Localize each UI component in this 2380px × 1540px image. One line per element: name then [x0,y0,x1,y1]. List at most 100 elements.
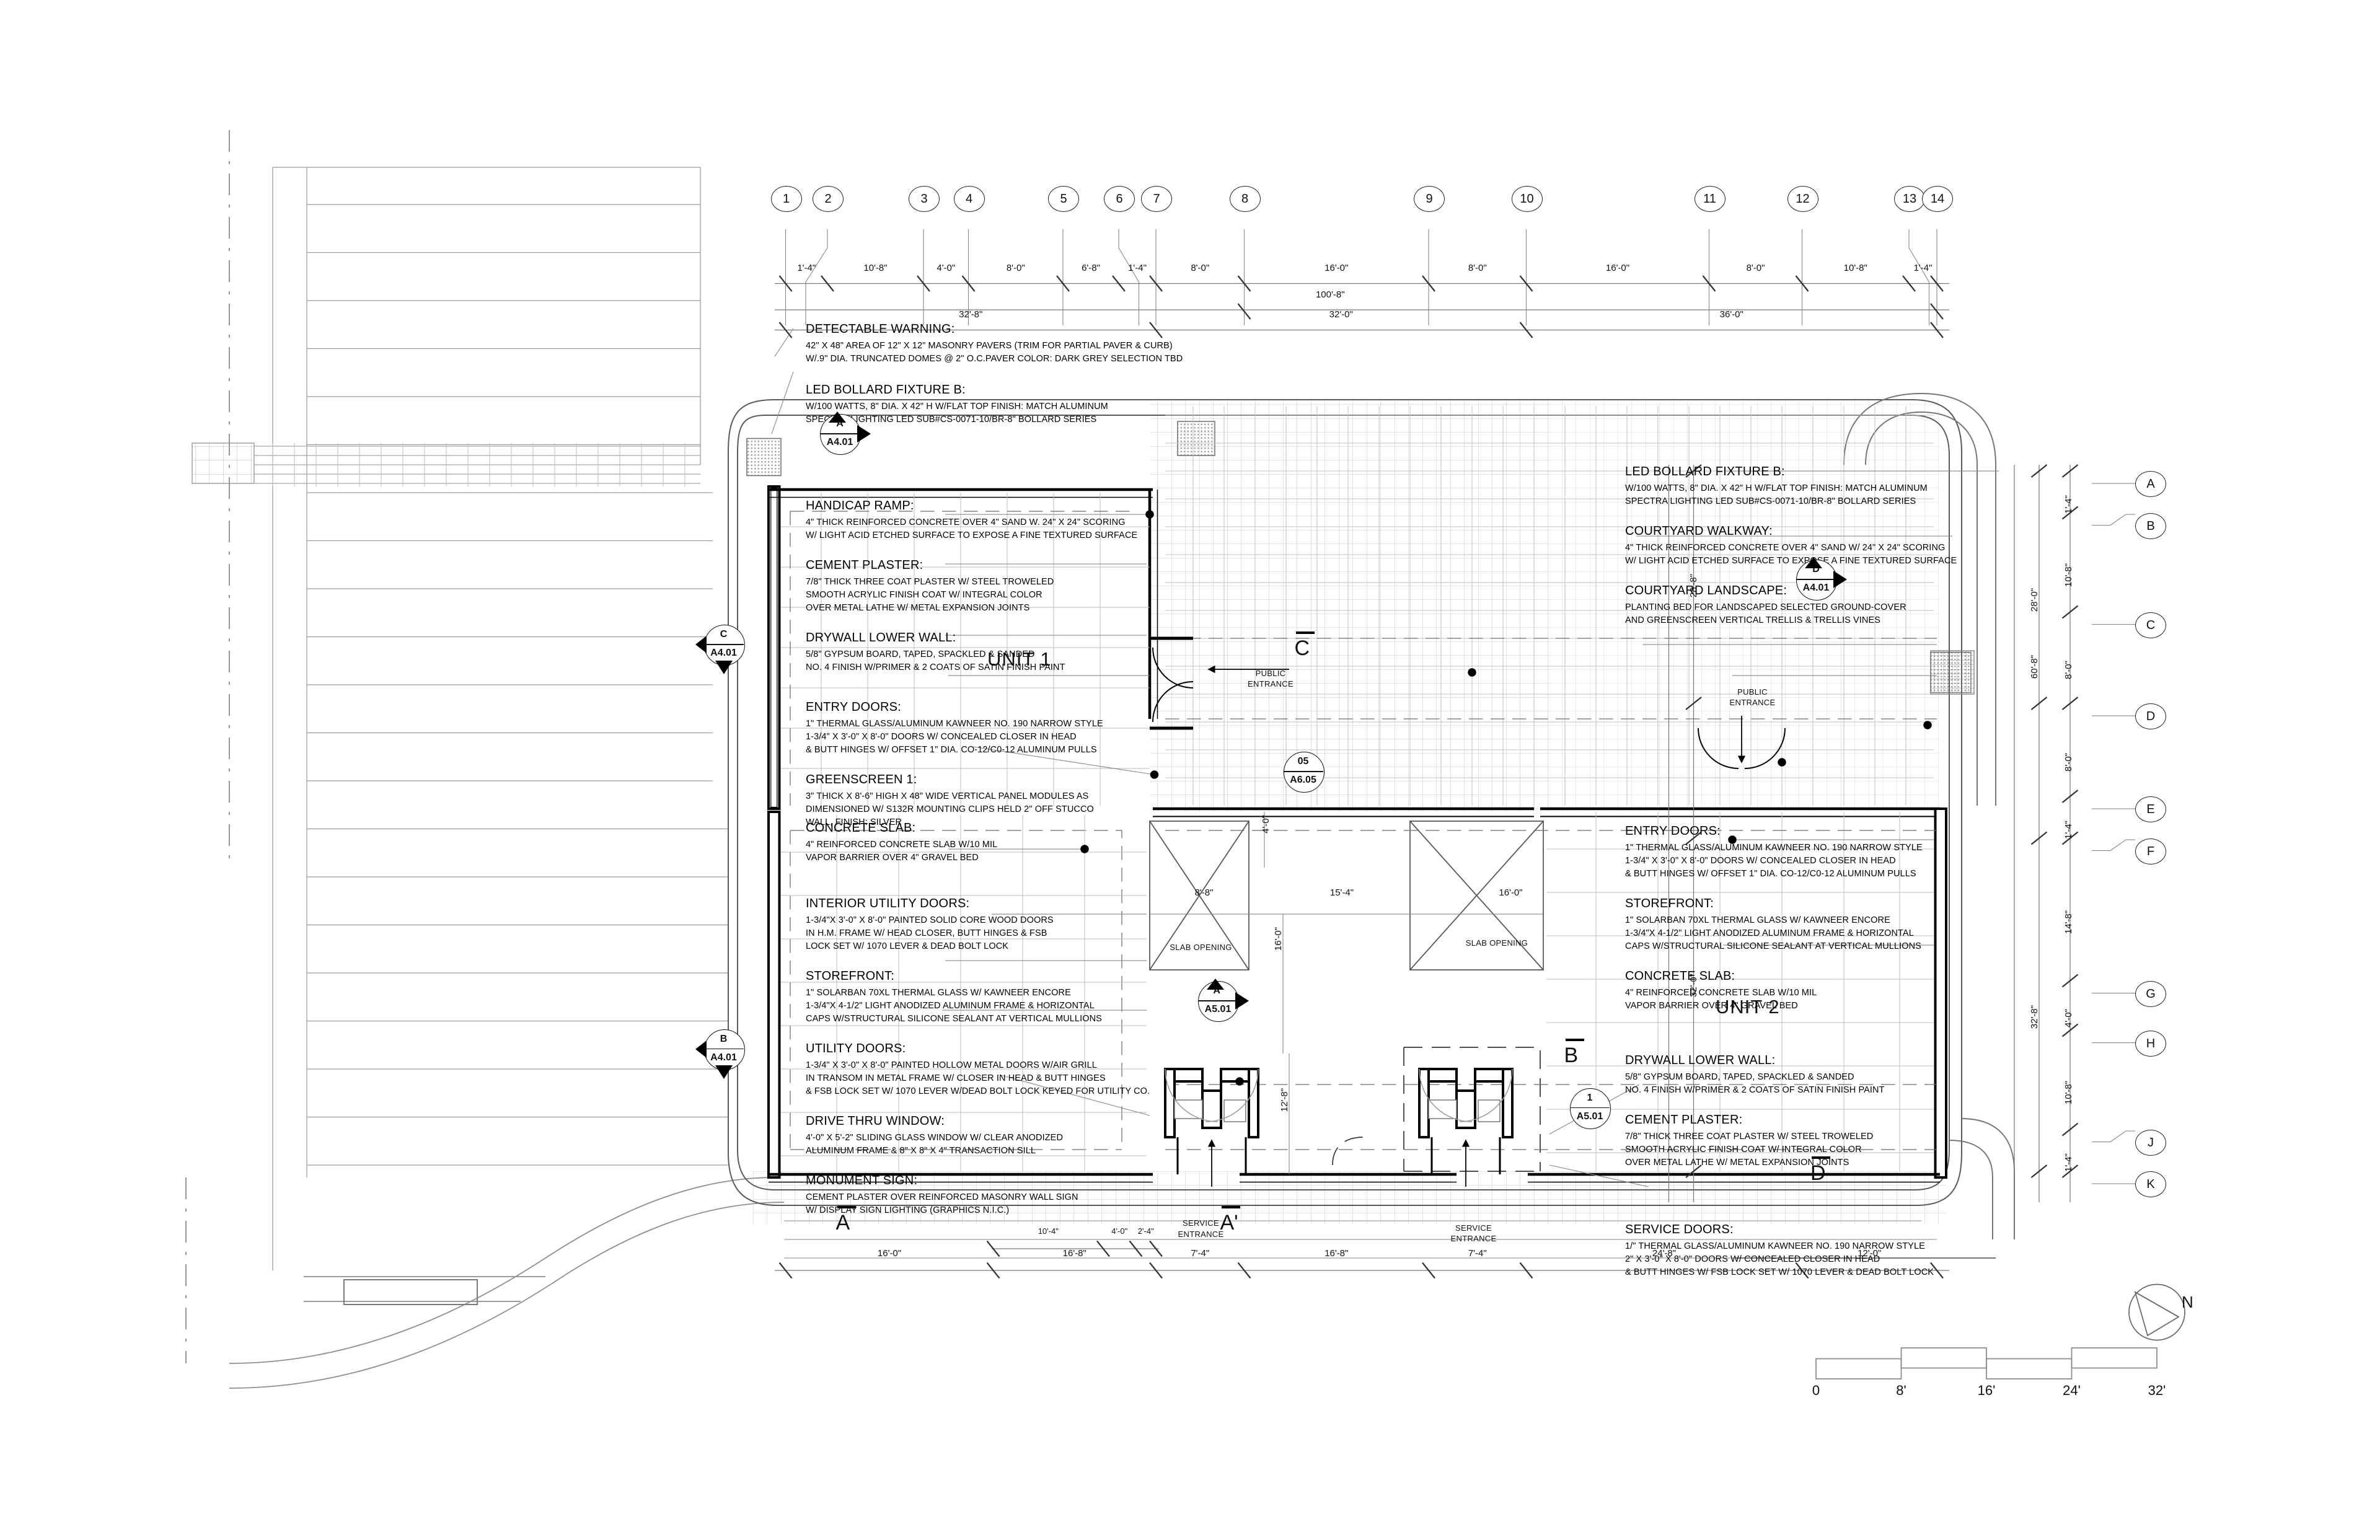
section-marker-arrow-icon [857,425,871,442]
dim-top-1: 10'-8" [863,263,888,273]
note-block: DRYWALL LOWER WALL:5/8" GYPSUM BOARD, TA… [1625,1054,1934,1097]
grid-bubble-row-E: E [2135,796,2166,822]
grid-bubble-column-3: 3 [909,186,940,212]
plan-label-line: ENTRANCE [1248,679,1294,689]
note-line: WALL, FINISH: SILVER [806,817,902,828]
note-line: 5/8" GYPSUM BOARD, TAPED, SPACKLED & SAN… [806,649,1035,660]
dim-interior-3: 4'-0" [1261,815,1271,834]
note-block: LED BOLLARD FIXTURE B:W/100 WATTS, 8" DI… [806,383,1183,426]
note-title: CONCRETE SLAB: [1625,969,1735,983]
scale-tick-2: 16' [1977,1382,1996,1398]
note-line: IN TRANSOM IN METAL FRAME W/ CLOSER IN H… [806,1073,1106,1084]
section-marker-divider [703,1048,744,1050]
dim-bottom-sub-2: 2'-4" [1137,1226,1154,1236]
section-cut-label: B [1564,1044,1579,1067]
note-title: COURTYARD LANDSCAPE: [1625,584,1787,598]
dim-right-2: 8'-0" [2063,661,2074,680]
note-line: 1" THERMAL GLASS/ALUMINUM KAWNEER NO. 19… [806,719,1103,729]
section-marker-divider [820,433,860,434]
grid-bubble-label: 3 [920,192,928,206]
note-title: CONCRETE SLAB: [806,821,916,835]
notes-left-lower-group: CONCRETE SLAB:4" REINFORCED CONCRETE SLA… [806,821,1150,1233]
note-block: DETECTABLE WARNING:42" X 48" AREA OF 12"… [806,322,1183,366]
note-line: SMOOTH ACRYLIC FINISH COAT W/ INTEGRAL C… [806,590,1042,601]
section-marker-arrow-icon [715,661,733,674]
grid-bubble-label: 4 [965,192,973,206]
section-marker-divider [703,644,744,645]
dim-right-4: 1'-4" [2063,820,2074,839]
note-line: 1" SOLARBAN 70XL THERMAL GLASS W/ KAWNEE… [1625,915,1890,926]
section-cut-label: D [1810,1161,1826,1185]
note-block: GREENSCREEN 1:3" THICK X 8'-6" HIGH X 48… [806,773,1137,829]
note-block: MONUMENT SIGN: CEMENT PLASTER OVER REINFO… [806,1174,1150,1217]
note-line: 1-3/4" X 3'-0" X 8'-0" DOORS W/ CONCEALE… [1625,856,1896,866]
section-marker-sheet-number: A6.05 [1290,775,1316,785]
scale-tick-4: 32' [2148,1382,2166,1398]
note-block: CEMENT PLASTER:7/8" THICK THREE COAT PLA… [806,558,1137,615]
section-marker-detail-number: A [836,418,844,429]
note-block: CONCRETE SLAB:4" REINFORCED CONCRETE SLA… [1625,969,1923,1013]
note-line: CAPS W/STRUCTURAL SILICONE SEALANT AT VE… [1625,941,1921,952]
dim-bottom-sub-1: 4'-0" [1111,1226,1128,1236]
unit-2-title: UNIT 2 [1716,996,1780,1018]
grid-bubble-label: 14 [1930,192,1945,206]
note-title: STOREFRONT: [806,969,894,983]
note-title: SERVICE DOORS: [1625,1223,1734,1237]
note-line: CEMENT PLASTER OVER REINFORCED MASONRY W… [806,1192,1078,1203]
grid-bubble-row-K: K [2135,1171,2166,1197]
note-line: VAPOR BARRIER OVER 4" GRAVEL BED [806,853,979,863]
note-line: 1-3/4"X 4-1/2" LIGHT ANODIZED ALUMINUM F… [806,1001,1095,1011]
note-title: GREENSCREEN 1: [806,773,917,787]
section-marker-detail-number: 1 [1587,1092,1593,1103]
section-marker-arrow-icon [1235,992,1249,1010]
dim-right-3: 8'-0" [2063,753,2074,772]
note-line: 7/8" THICK THREE COAT PLASTER W/ STEEL T… [1625,1132,1874,1142]
note-line: 1-3/4"X 3'-0" X 8'-0" PAINTED SOLID CORE… [806,915,1054,926]
dim-interior-5: 12'-8" [1279,1088,1290,1112]
section-marker-detail-number: B [720,1033,728,1044]
grid-bubble-row-C: C [2135,612,2166,638]
note-block: CEMENT PLASTER:7/8" THICK THREE COAT PLA… [1625,1113,1934,1169]
grid-bubble-row-G: G [2135,980,2166,1007]
dim-bottom-0: 16'-0" [877,1248,902,1259]
dim-right-0: 1'-4" [2063,495,2074,514]
grid-bubble-column-1: 1 [770,186,802,212]
grid-bubble-label: G [2146,987,2156,1001]
plan-label-line: ENTRANCE [1450,1234,1497,1244]
grid-bubble-row-D: D [2135,703,2166,729]
section-marker-a-a501: A'A5.01 [1189,979,1249,1023]
dim-interior-0: 8'-8" [1194,887,1214,898]
note-block: DRIVE THRU WINDOW:4'-0" X 5'-2" SLIDING … [806,1114,1150,1158]
dim-top-11: 10'-8" [1843,263,1867,273]
notes-left-upper-group: HANDICAP RAMP:4" THICK REINFORCED CONCRE… [806,499,1137,845]
plan-label-slab-opening-2: SLAB OPENING [1441,938,1553,949]
dim-bottom-2: 7'-4" [1191,1248,1210,1259]
dim-right-overall-2: 32'-8" [2029,1005,2040,1029]
plan-label-line: SERVICE [1183,1218,1219,1228]
note-block: STOREFRONT:1" SOLARBAN 70XL THERMAL GLAS… [806,969,1150,1026]
note-line: PLANTING BED FOR LANDSCAPED SELECTED GRO… [1625,602,1906,613]
section-cut-D: D [1809,1154,1846,1197]
note-title: DRYWALL LOWER WALL: [806,631,956,645]
dim-top-7: 16'-0" [1324,263,1349,273]
grid-bubble-label: 6 [1116,192,1123,206]
note-line: 2" X 3'-0" X 8'-0" DOORS W/ CONCEALED CL… [1625,1254,1880,1265]
notes-detectable-warning-group: DETECTABLE WARNING:42" X 48" AREA OF 12"… [806,322,1183,442]
section-marker-arrow-icon [695,1040,707,1058]
note-block: STOREFRONT:1" SOLARBAN 70XL THERMAL GLAS… [1625,897,1923,953]
note-title: COURTYARD WALKWAY: [1625,524,1773,539]
note-line: 1-3/4" X 3'-0" X 8'-0" DOORS W/ CONCEALE… [806,732,1077,742]
note-title: MONUMENT SIGN: [806,1174,918,1188]
plan-label-line: SLAB OPENING [1465,938,1528,948]
scale-tick-1: 8' [1896,1382,1906,1398]
note-line: & BUTT HINGES W/ FSB LOCK SET W/ 1070 LE… [1625,1267,1934,1278]
dim-interior-1: 15'-4" [1329,887,1354,898]
section-marker-detail-number: 05 [1297,756,1309,767]
note-title: CEMENT PLASTER: [806,558,923,573]
